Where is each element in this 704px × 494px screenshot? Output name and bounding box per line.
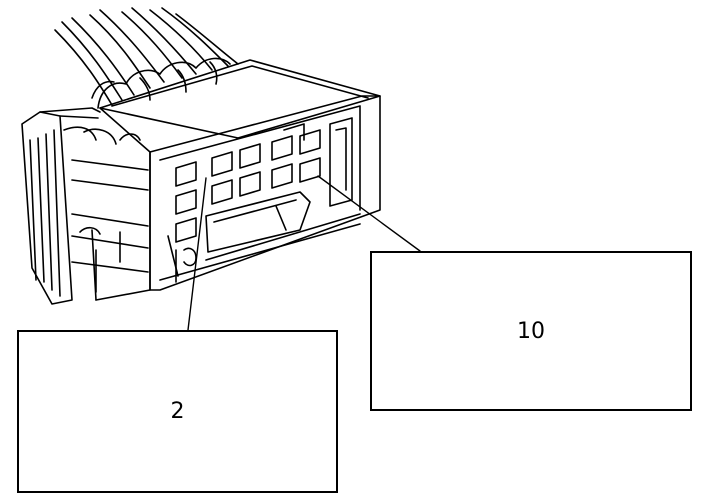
callout-label-pin-2: 2 [170, 399, 185, 424]
callout-label-pin-10: 10 [517, 318, 545, 344]
callout-box-pin-2: 2 [17, 330, 338, 493]
leader-line-pin-10 [317, 175, 421, 252]
connector-housing [21, 59, 381, 305]
callout-box-pin-10: 10 [370, 251, 692, 411]
leader-line-pin-2 [187, 177, 207, 331]
